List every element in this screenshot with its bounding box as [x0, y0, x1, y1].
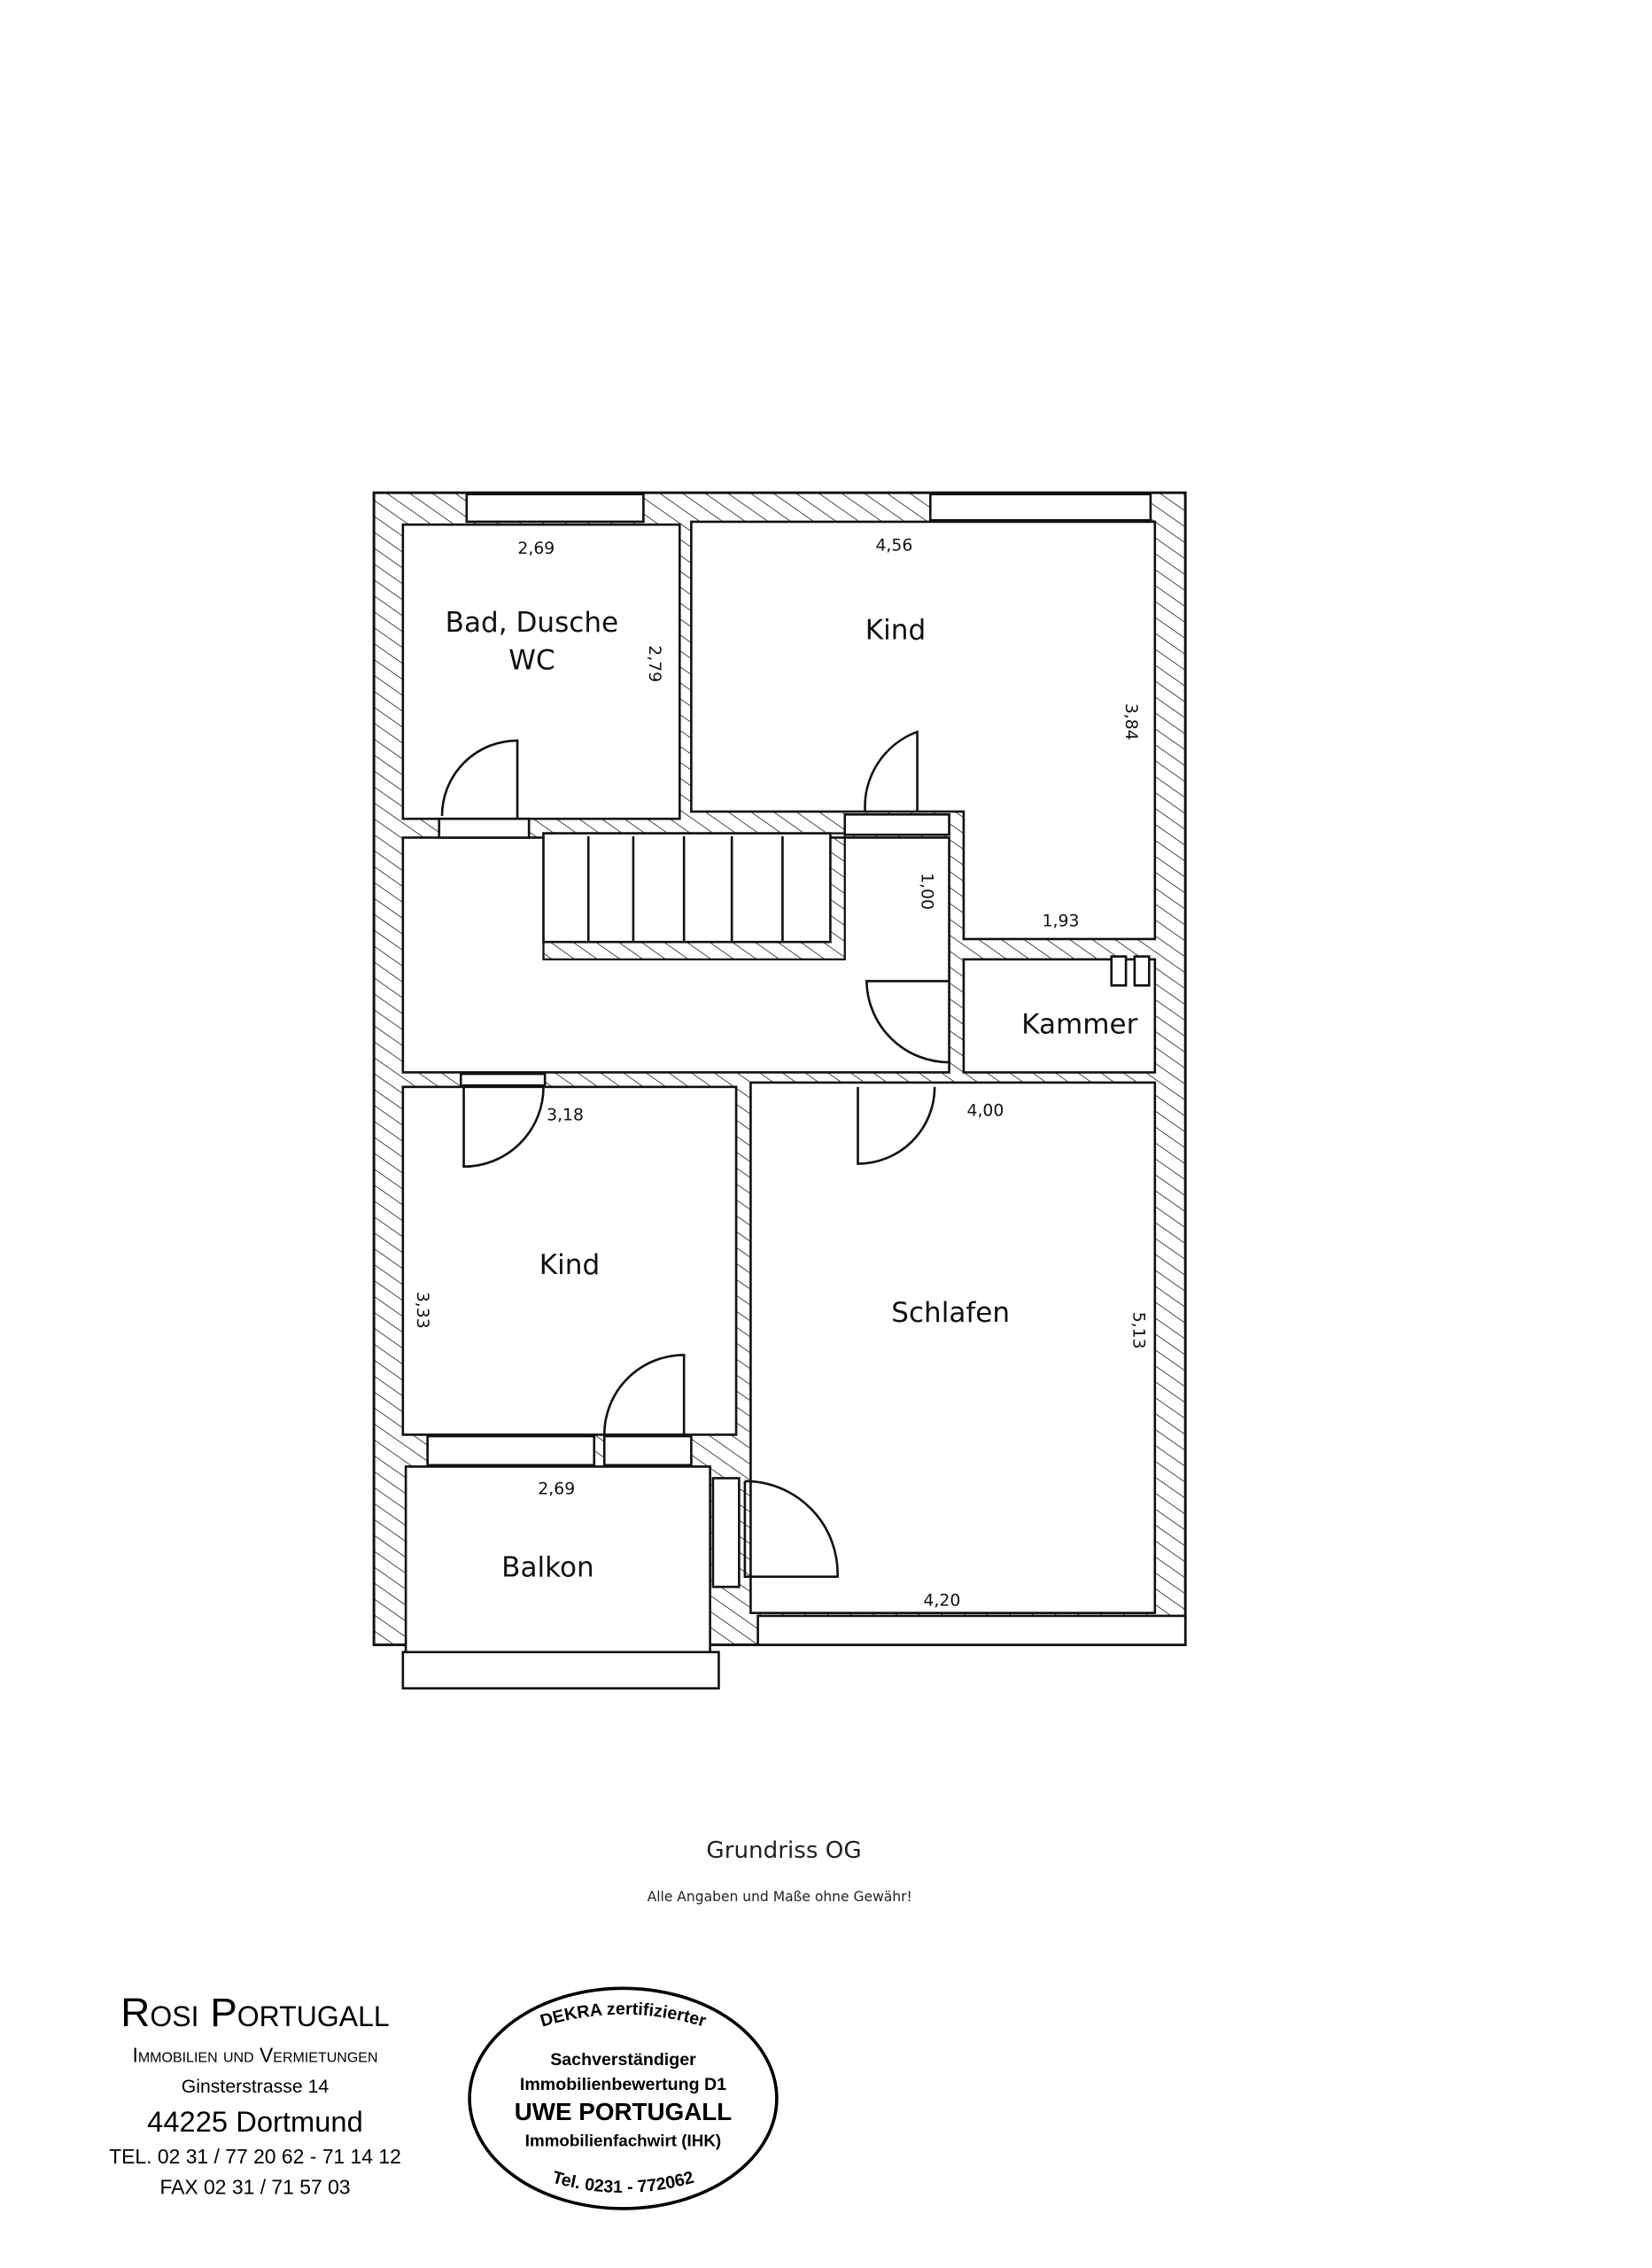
room-label-kind-top: Kind [865, 614, 926, 646]
expert-arc-bottom: Tel. 0231 - 772062 [550, 2168, 696, 2197]
disclaimer: Alle Angaben und Maße ohne Gewähr! [648, 1889, 912, 1905]
dim-kind-bottom-width: 3,18 [547, 1106, 584, 1124]
agency-fax: FAX 02 31 / 71 57 03 [159, 2176, 350, 2199]
agency-street: Ginsterstrasse 14 [182, 2076, 330, 2097]
dim-bad-depth: 2,79 [645, 645, 663, 682]
room-schlafen [749, 1081, 1157, 1614]
room-label-wc: WC [508, 645, 555, 677]
room-balkon [404, 1465, 711, 1654]
room-label-kammer: Kammer [1021, 1008, 1137, 1040]
room-kind-top [690, 520, 1157, 941]
room-label-kind-bottom: Kind [539, 1249, 600, 1281]
room-bad [401, 523, 681, 820]
expert-name: UWE PORTUGALL [515, 2098, 733, 2125]
room-kind-bottom [401, 1085, 738, 1436]
agency-city: 44225 Dortmund [147, 2105, 363, 2138]
floor-plan [372, 491, 1187, 1689]
doors [440, 730, 950, 1579]
agency-tel: TEL. 02 31 / 77 20 62 - 71 14 12 [109, 2145, 401, 2168]
agency-name: Rosi Portugall [120, 1990, 389, 2035]
room-label-balkon: Balkon [501, 1552, 594, 1584]
agency-stamp: Rosi Portugall Immobilien und Vermietung… [109, 1990, 401, 2199]
dim-schlafen-depth: 5,13 [1128, 1312, 1147, 1349]
plan-title: Grundriss OG [706, 1837, 861, 1864]
agency-line1: Immobilien und Vermietungen [132, 2044, 377, 2067]
expert-arc-top: DEKRA zertifizierter [538, 2000, 709, 2031]
windows [401, 493, 1187, 1689]
staircase [542, 832, 846, 961]
room-label-schlafen: Schlafen [891, 1297, 1010, 1329]
dim-bad-width: 2,69 [517, 540, 555, 558]
room-label-bad: Bad, Dusche [446, 607, 618, 639]
dim-schlafen-width-bottom: 4,20 [923, 1591, 960, 1610]
expert-line1: Sachverständiger [550, 2050, 696, 2070]
dim-balkon-width: 2,69 [538, 1480, 575, 1498]
dim-hall-door: 1,00 [917, 873, 935, 910]
dim-kind-top-width: 4,56 [875, 537, 912, 555]
dim-kind-top-notch: 1,93 [1043, 912, 1080, 930]
expert-line3: Immobilienfachwirt (IHK) [525, 2132, 721, 2150]
expert-line2: Immobilienbewertung D1 [520, 2075, 726, 2094]
expert-stamp: DEKRA zertifizierter Sachverständiger Im… [468, 1986, 779, 2210]
dim-kind-bottom-depth: 3,33 [413, 1292, 431, 1329]
dim-schlafen-width-top: 4,00 [967, 1102, 1004, 1121]
dim-kind-top-depth: 3,84 [1121, 703, 1140, 741]
